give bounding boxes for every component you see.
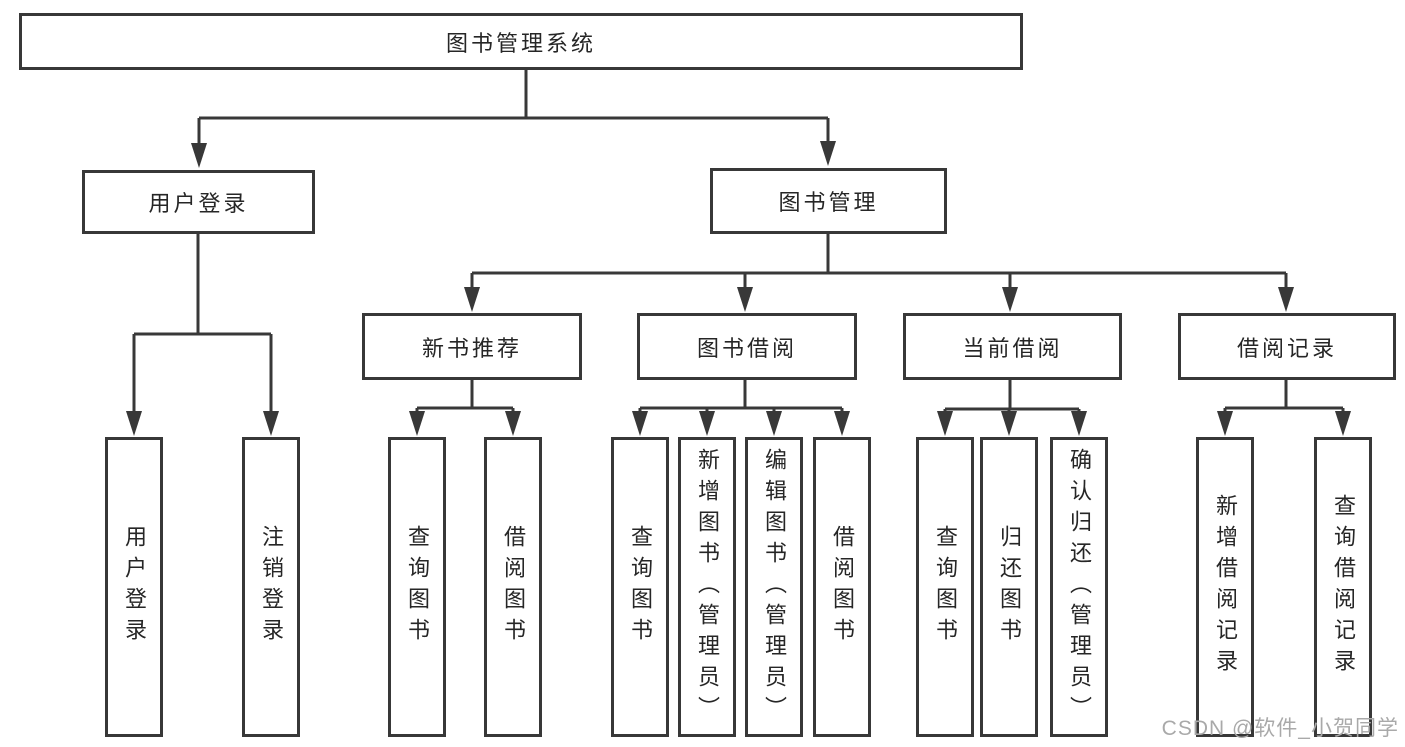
- leaf-query-book-current: 查询图书: [916, 437, 974, 737]
- leaf-borrow-book-newrec: 借阅图书: [484, 437, 542, 737]
- leaf-query-borrow-record: 查询借阅记录: [1314, 437, 1372, 737]
- node-current-borrow: 当前借阅: [903, 313, 1122, 380]
- leaf-edit-book-admin: 编辑图书（管理员）: [745, 437, 803, 737]
- leaf-return-book: 归还图书: [980, 437, 1038, 737]
- leaf-confirm-return-admin: 确认归还（管理员）: [1050, 437, 1108, 737]
- leaf-query-book-newrec: 查询图书: [388, 437, 446, 737]
- node-new-book-rec: 新书推荐: [362, 313, 582, 380]
- leaf-add-borrow-record: 新增借阅记录: [1196, 437, 1254, 737]
- csdn-watermark: CSDN @软件_小贺同学: [1161, 717, 1399, 740]
- node-book-borrow-label: 图书借阅: [696, 335, 797, 361]
- node-root-label: 图书管理系统: [445, 30, 596, 56]
- leaf-add-book-admin: 新增图书（管理员）: [678, 437, 736, 737]
- leaf-user-login: 用户登录: [105, 437, 163, 737]
- arrowheads: [126, 141, 1351, 436]
- node-new-book-rec-label: 新书推荐: [421, 335, 522, 361]
- node-root: 图书管理系统: [19, 13, 1023, 70]
- node-book-borrow: 图书借阅: [637, 313, 857, 380]
- leaf-query-book-borrow: 查询图书: [611, 437, 669, 737]
- leaf-logout: 注销登录: [242, 437, 300, 737]
- node-current-borrow-label: 当前借阅: [962, 335, 1063, 361]
- node-user-login-label: 用户登录: [148, 191, 249, 216]
- node-user-login: 用户登录: [82, 170, 315, 234]
- leaf-borrow-book-borrow: 借阅图书: [813, 437, 871, 737]
- node-borrow-records: 借阅记录: [1178, 313, 1396, 380]
- node-borrow-records-label: 借阅记录: [1236, 335, 1337, 361]
- node-book-mgmt-label: 图书管理: [778, 190, 879, 215]
- node-book-mgmt: 图书管理: [710, 168, 947, 234]
